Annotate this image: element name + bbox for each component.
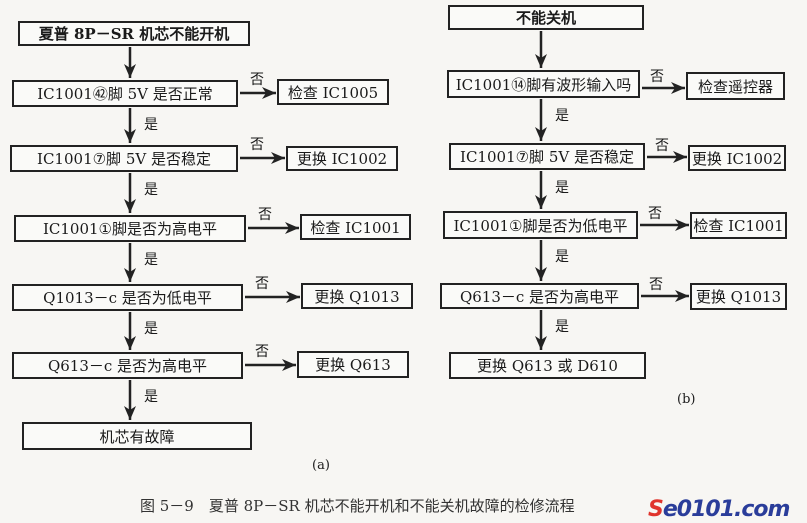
- b-question-1: IC1001⑭脚有波形输入吗: [447, 70, 640, 98]
- b-down-arrow: [535, 240, 547, 281]
- no-label: 否: [258, 207, 272, 223]
- b-question-4: Q613－c 是否为高电平: [440, 283, 639, 309]
- a-down-arrow: [124, 47, 136, 78]
- a-question-2: IC1001⑦脚 5V 是否稳定: [10, 145, 238, 172]
- b-action-3: 检查 IC1001: [690, 212, 787, 239]
- a-no-arrow: [245, 291, 300, 303]
- no-label: 否: [255, 276, 269, 292]
- a-question-4: Q1013－c 是否为低电平: [12, 284, 243, 311]
- a-question-1: IC1001㊷脚 5V 是否正常: [12, 80, 238, 107]
- a-end-box: 机芯有故障: [22, 422, 252, 450]
- no-label: 否: [655, 138, 669, 154]
- b-start-box: 不能关机: [448, 5, 644, 30]
- b-no-arrow: [642, 82, 685, 94]
- b-down-arrow: [535, 31, 547, 68]
- no-label: 否: [255, 344, 269, 360]
- b-question-3: IC1001①脚是否为低电平: [443, 211, 638, 239]
- a-question-5: Q613－c 是否为高电平: [12, 352, 243, 379]
- a-action-1: 检查 IC1005: [277, 79, 389, 105]
- b-label: (b): [677, 392, 696, 407]
- yes-label: 是: [555, 249, 569, 265]
- watermark-logo: Se0101.com: [648, 497, 790, 522]
- a-action-3: 检查 IC1001: [300, 214, 411, 240]
- b-action-1: 检查遥控器: [686, 72, 785, 100]
- no-label: 否: [649, 277, 663, 293]
- b-action-4: 更换 Q1013: [690, 283, 787, 310]
- a-action-5: 更换 Q613: [297, 351, 409, 378]
- no-label: 否: [250, 137, 264, 153]
- no-label: 否: [648, 206, 662, 222]
- a-no-arrow: [240, 152, 285, 164]
- a-down-arrow: [124, 380, 136, 420]
- yes-label: 是: [144, 117, 158, 133]
- b-end-box: 更换 Q613 或 D610: [449, 352, 646, 379]
- a-down-arrow: [124, 243, 136, 282]
- no-label: 否: [250, 72, 264, 88]
- figure-caption: 图 5－9 夏普 8P－SR 机芯不能开机和不能关机故障的检修流程: [140, 497, 575, 515]
- yes-label: 是: [144, 252, 158, 268]
- b-down-arrow: [535, 310, 547, 350]
- yes-label: 是: [144, 321, 158, 337]
- b-no-arrow: [640, 219, 689, 231]
- yes-label: 是: [555, 108, 569, 124]
- a-start-box: 夏普 8P－SR 机芯不能开机: [18, 21, 250, 46]
- yes-label: 是: [555, 319, 569, 335]
- a-label: (a): [312, 458, 330, 473]
- a-down-arrow: [124, 173, 136, 213]
- a-question-3: IC1001①脚是否为高电平: [14, 215, 246, 242]
- a-down-arrow: [124, 312, 136, 350]
- a-no-arrow: [248, 222, 299, 234]
- b-no-arrow: [641, 290, 689, 302]
- a-no-arrow: [240, 87, 276, 99]
- a-action-4: 更换 Q1013: [301, 283, 413, 309]
- b-action-2: 更换 IC1002: [688, 145, 786, 171]
- a-no-arrow: [245, 359, 296, 371]
- a-action-2: 更换 IC1002: [286, 146, 398, 171]
- yes-label: 是: [144, 182, 158, 198]
- b-down-arrow: [535, 99, 547, 141]
- yes-label: 是: [555, 180, 569, 196]
- b-question-2: IC1001⑦脚 5V 是否稳定: [449, 143, 645, 170]
- b-no-arrow: [647, 151, 687, 163]
- a-down-arrow: [124, 108, 136, 143]
- no-label: 否: [650, 69, 664, 85]
- yes-label: 是: [144, 389, 158, 405]
- b-down-arrow: [535, 171, 547, 209]
